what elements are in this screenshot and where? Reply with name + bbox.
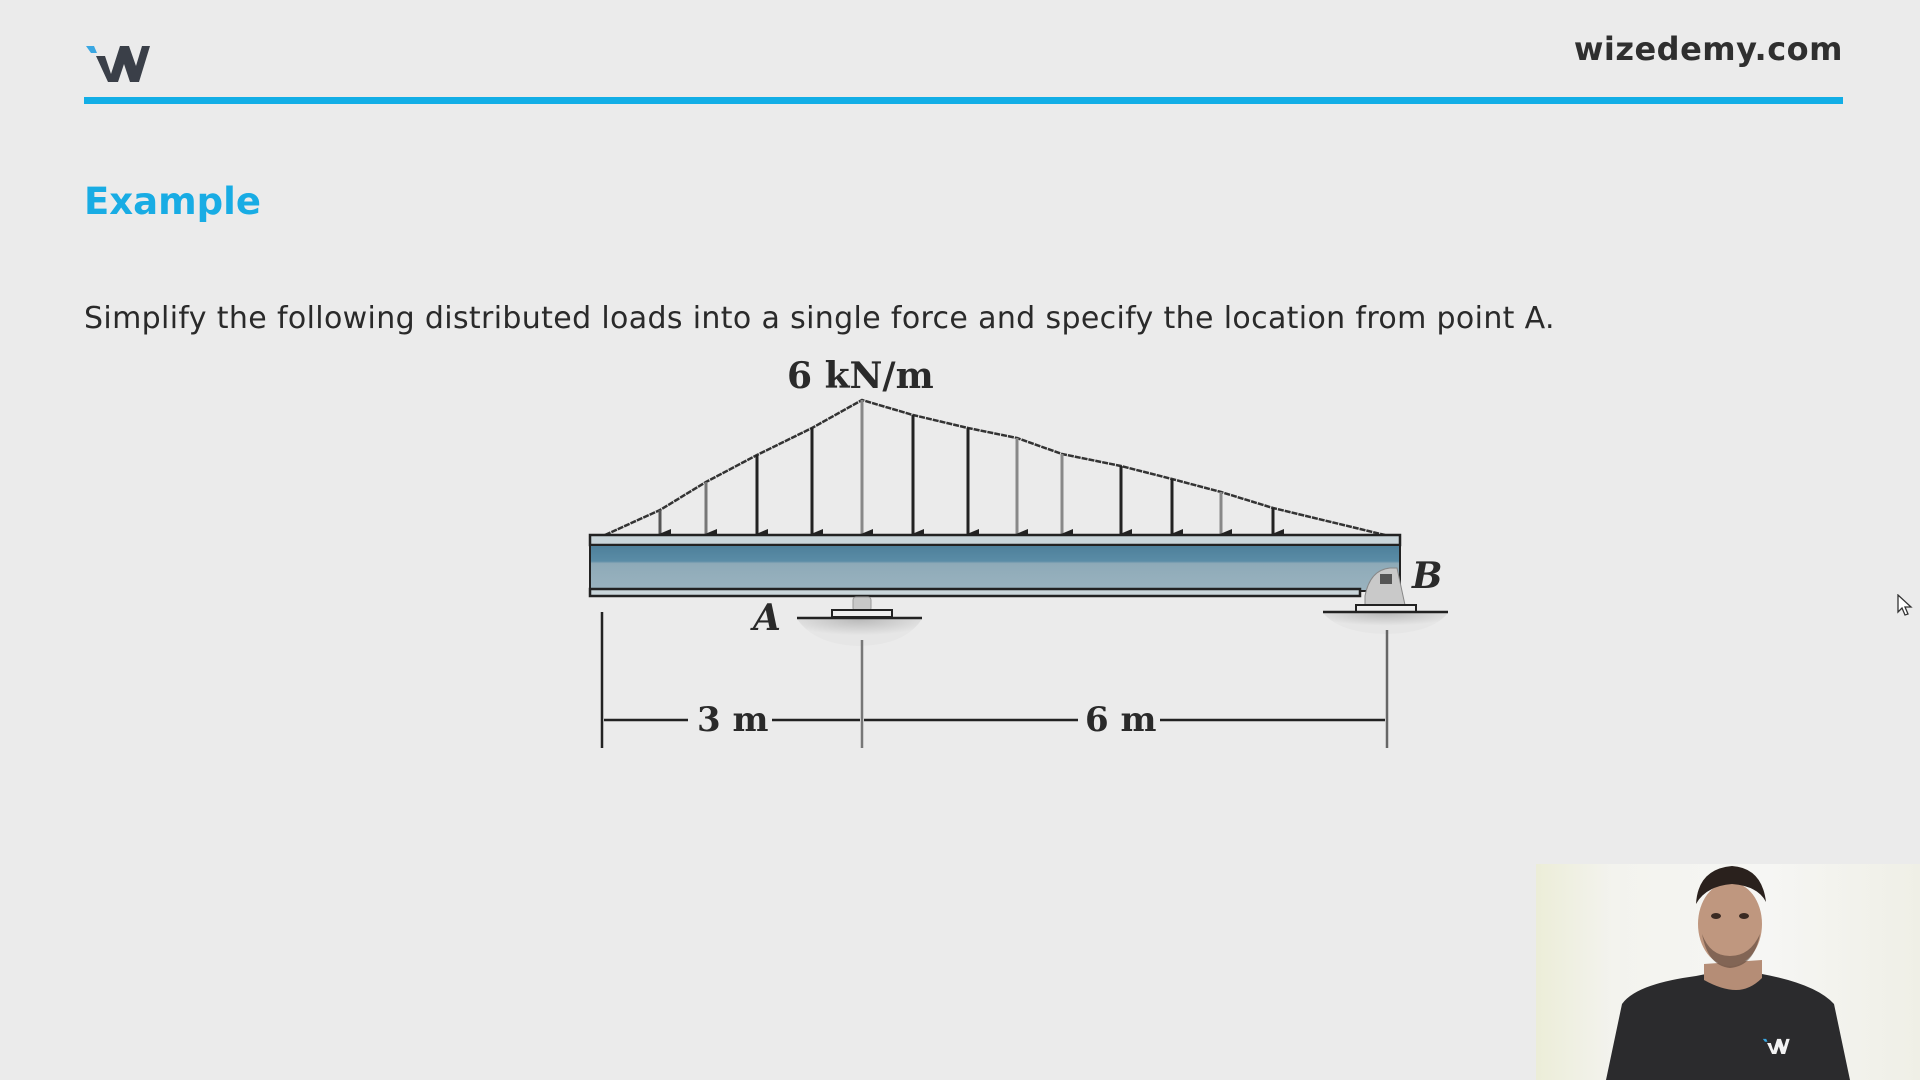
mouse-pointer-icon xyxy=(1897,594,1913,616)
slide-title: Example xyxy=(84,180,261,223)
load-profile-line xyxy=(604,398,1386,537)
point-b-label: B xyxy=(1411,555,1442,597)
load-arrows xyxy=(658,400,1284,539)
dimension-6m-label: 6 m xyxy=(1085,700,1156,740)
header-divider xyxy=(84,97,1843,104)
support-a xyxy=(797,596,922,646)
presenter-webcam xyxy=(1536,864,1920,1080)
wizedemy-logo-icon[interactable] xyxy=(84,44,150,84)
problem-statement: Simplify the following distributed loads… xyxy=(84,301,1555,336)
presenter-video-frame xyxy=(1606,866,1850,1080)
shirt-logo-icon xyxy=(1762,1038,1790,1054)
site-name: wizedemy.com xyxy=(1573,30,1843,68)
beam xyxy=(588,533,1402,598)
dimension-lines xyxy=(600,612,1389,748)
support-b xyxy=(1323,567,1448,634)
load-intensity-label: 6 kN/m xyxy=(787,355,934,397)
presenter-shirt xyxy=(1606,974,1850,1080)
point-a-label: A xyxy=(750,597,781,639)
dimension-3m-label: 3 m xyxy=(697,700,768,740)
